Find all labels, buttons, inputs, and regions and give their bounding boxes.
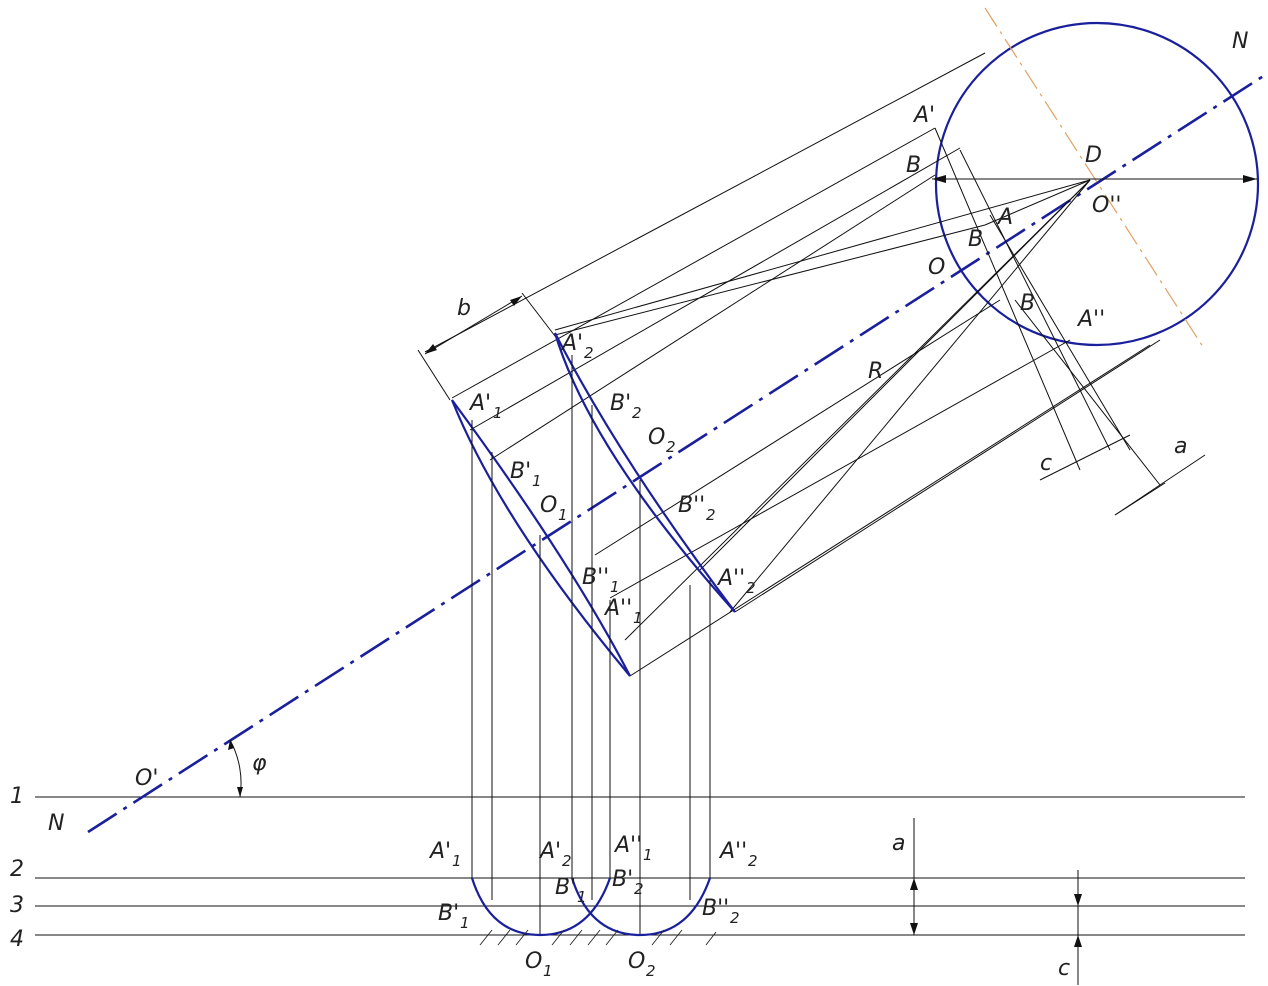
label-a-mid: A <box>996 205 1013 230</box>
svg-text:2: 2 <box>706 506 716 524</box>
label-dim-c-bottom: c <box>1058 956 1070 981</box>
label-bot-b2-dprime: B'' <box>702 896 729 921</box>
label-n-bottom: N <box>48 811 64 836</box>
svg-text:2: 2 <box>730 909 740 927</box>
arrow-right <box>1243 175 1257 183</box>
label-dim-a-top: a <box>1174 434 1187 459</box>
bottom-profiles <box>470 877 712 937</box>
chord-lines <box>934 127 1206 516</box>
label-dim-c-top: c <box>1040 451 1052 476</box>
svg-text:2: 2 <box>634 880 644 898</box>
label-d: D <box>1085 143 1102 168</box>
svg-text:1: 1 <box>543 962 553 980</box>
label-a-dprime: A'' <box>1076 307 1105 332</box>
label-a1-prime: A' <box>468 391 491 416</box>
projection-lines-inclined <box>424 52 1161 677</box>
label-n-top: N <box>1232 29 1248 54</box>
svg-text:1: 1 <box>558 506 568 524</box>
section-circle <box>934 21 1260 347</box>
angle-phi <box>228 739 243 798</box>
svg-text:2: 2 <box>632 404 642 422</box>
svg-text:1: 1 <box>532 472 542 490</box>
label-o1: O <box>540 493 557 518</box>
label-bot-b1-prime: B' <box>438 901 459 926</box>
dimension-c-bottom <box>1074 870 1082 985</box>
label-b2-dprime: B'' <box>678 493 705 518</box>
label-b1-prime: B' <box>510 459 531 484</box>
svg-text:1: 1 <box>633 609 643 627</box>
label-bot-b2-prime: B' <box>612 867 633 892</box>
label-bot-b1-prime-mid: B' <box>555 875 576 900</box>
svg-text:2: 2 <box>562 852 572 870</box>
label-dim-a-bottom: a <box>892 831 905 856</box>
svg-text:1: 1 <box>610 578 620 596</box>
label-bot-a2-prime: A' <box>538 839 561 864</box>
svg-text:1: 1 <box>643 846 653 864</box>
label-o-prime: O' <box>135 766 158 791</box>
label-o-circle: O <box>928 255 945 280</box>
label-bot-a1-prime: A' <box>428 839 451 864</box>
label-b1-dprime: B'' <box>582 565 609 590</box>
axis-n-n <box>87 73 1266 834</box>
svg-text:2: 2 <box>584 344 594 362</box>
label-bot-o2: O <box>628 949 645 974</box>
label-a2-prime: A' <box>560 331 583 356</box>
label-bot-a2-dprime: A'' <box>718 839 747 864</box>
label-phi: φ <box>252 751 267 776</box>
label-line-1: 1 <box>10 784 24 809</box>
label-dim-b: b <box>457 296 471 321</box>
dimension-b <box>417 292 559 401</box>
svg-text:2: 2 <box>646 962 656 980</box>
svg-text:1: 1 <box>577 888 587 906</box>
inclined-profiles <box>450 332 736 677</box>
label-a2-dprime: A'' <box>716 566 745 591</box>
svg-text:1: 1 <box>493 404 503 422</box>
vertical-projections <box>471 355 711 935</box>
label-bot-o1: O <box>525 949 542 974</box>
label-line-3: 3 <box>10 893 24 918</box>
label-b-low: B <box>1020 291 1035 316</box>
svg-text:1: 1 <box>452 852 462 870</box>
label-o-dprime: O'' <box>1092 193 1121 218</box>
label-bot-a1-dprime: A'' <box>613 833 642 858</box>
svg-text:2: 2 <box>748 852 758 870</box>
label-b-top: B <box>906 153 921 178</box>
label-b-mid: B <box>968 227 983 252</box>
hatch-marks <box>479 929 717 946</box>
arrow-left <box>932 175 946 183</box>
dimension-a-bottom <box>910 818 918 935</box>
label-a-prime: A' <box>912 103 935 128</box>
svg-text:2: 2 <box>746 579 756 597</box>
label-line-4: 4 <box>10 927 24 952</box>
label-o2: O <box>648 425 665 450</box>
label-a1-dprime: A'' <box>603 596 632 621</box>
label-b2-prime: B' <box>610 391 631 416</box>
label-r: R <box>868 359 883 384</box>
svg-text:1: 1 <box>460 914 470 932</box>
svg-text:2: 2 <box>666 438 676 456</box>
labels: N N D O'' A' B A B O B A'' b R a c A' 1 … <box>10 29 1248 981</box>
label-line-2: 2 <box>10 857 24 882</box>
